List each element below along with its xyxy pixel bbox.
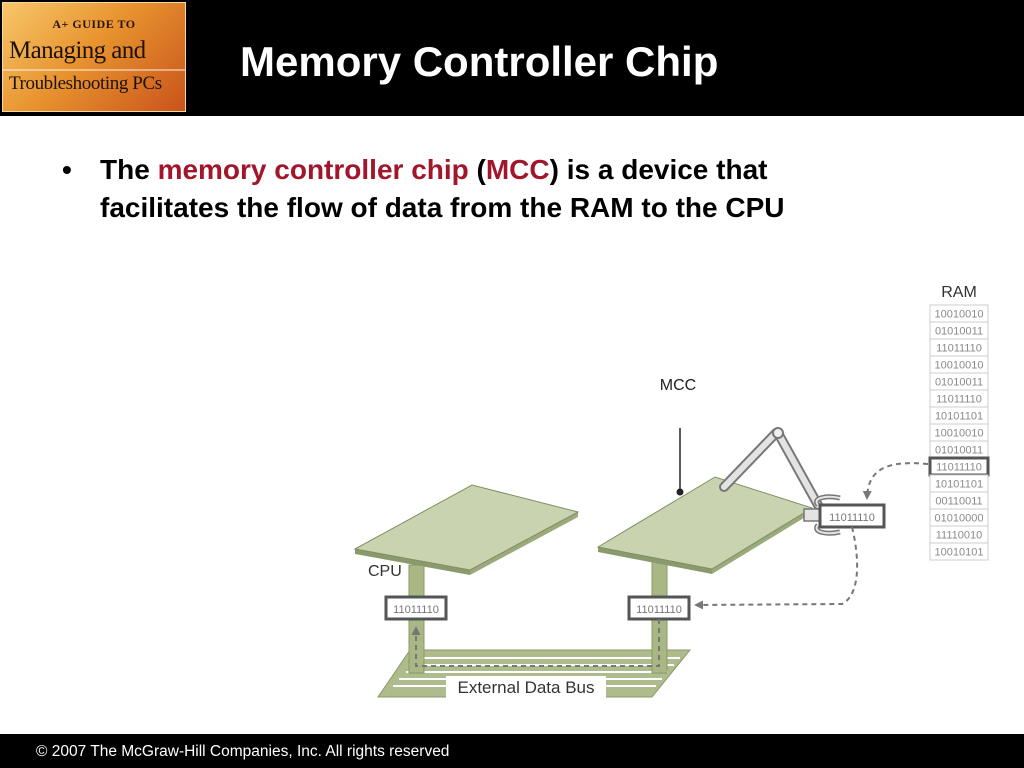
claw-to-mcc-arrow	[694, 526, 859, 610]
ram-cell-value: 11011110	[936, 394, 982, 406]
ram-cell-value: 10101101	[935, 479, 983, 491]
ram-cell-value: 10010010	[935, 428, 984, 440]
ram-cell-value: 01010011	[935, 326, 983, 338]
bullet-abbreviation: MCC	[485, 154, 550, 185]
logo-line-3: Troubleshooting PCs	[9, 73, 162, 94]
bullet-text: The memory controller chip (MCC) is a de…	[100, 151, 802, 227]
robotic-arm	[719, 427, 841, 536]
mcc-chip	[596, 476, 814, 574]
slide-title: Memory Controller Chip	[240, 38, 719, 85]
mcc-diagram: External Data Bus CPU MCC 11011110	[353, 284, 990, 698]
claw-value-box: 11011110	[818, 503, 886, 529]
ram-cell-value: 11011110	[936, 462, 982, 474]
cpu-label: CPU	[368, 563, 402, 580]
logo-line-2: Managing and	[9, 37, 146, 64]
slide-footer: © 2007 The McGraw-Hill Companies, Inc. A…	[0, 734, 1024, 768]
book-logo: A+ GUIDE TO Managing and Troubleshooting…	[2, 2, 186, 112]
bullet-text-part-2: (	[468, 154, 486, 185]
ram-cell-value: 01010011	[935, 377, 983, 389]
bus-to-cpu-arrow	[411, 619, 660, 667]
ram-cell	[929, 542, 989, 561]
bus-label: External Data Bus	[457, 678, 594, 697]
mcc-value: 11011110	[636, 604, 682, 616]
ram-cell-value: 10010101	[935, 547, 984, 559]
cpu-value: 11011110	[393, 604, 439, 616]
claw-value: 11011110	[829, 512, 875, 524]
ram-column: 10010010 01010011 11011110 10010010 01010011…	[928, 304, 990, 561]
mcc-pointer-dot	[676, 488, 684, 496]
external-data-bus: External Data Bus	[377, 649, 692, 698]
ram-cell-value: 01010000	[935, 513, 984, 525]
ram-cell-value: 10010010	[935, 309, 984, 321]
cpu-chip	[353, 484, 580, 575]
mcc-value-box: 11011110	[627, 595, 691, 621]
ram-cell-value: 10101101	[935, 411, 983, 423]
copyright-notice: © 2007 The McGraw-Hill Companies, Inc. A…	[36, 743, 450, 760]
ram-cell-value: 00110011	[935, 496, 982, 508]
bullet-term: memory controller chip	[157, 154, 469, 185]
cpu-value-box: 11011110	[384, 595, 448, 621]
bullet-dot: •	[62, 154, 72, 185]
bullet-text-part-1: The	[100, 154, 158, 185]
logo-stripe	[3, 69, 185, 71]
ram-cell-value: 01010011	[935, 445, 983, 457]
slide-header: A+ GUIDE TO Managing and Troubleshooting…	[0, 0, 1024, 116]
ram-cell-value: 11011110	[936, 343, 982, 355]
bullet-text-part-3: ) is a device that facilitates the flow …	[100, 154, 785, 223]
logo-line-1: A+ GUIDE TO	[52, 17, 136, 31]
ram-label: RAM	[941, 284, 977, 301]
bullet-list: • The memory controller chip (MCC) is a …	[62, 151, 802, 227]
mcc-label: MCC	[660, 377, 696, 394]
ram-cell-value: 11110010	[936, 530, 983, 542]
ram-cell-value: 10010010	[935, 360, 984, 372]
ram-to-claw-arrow	[862, 462, 929, 500]
